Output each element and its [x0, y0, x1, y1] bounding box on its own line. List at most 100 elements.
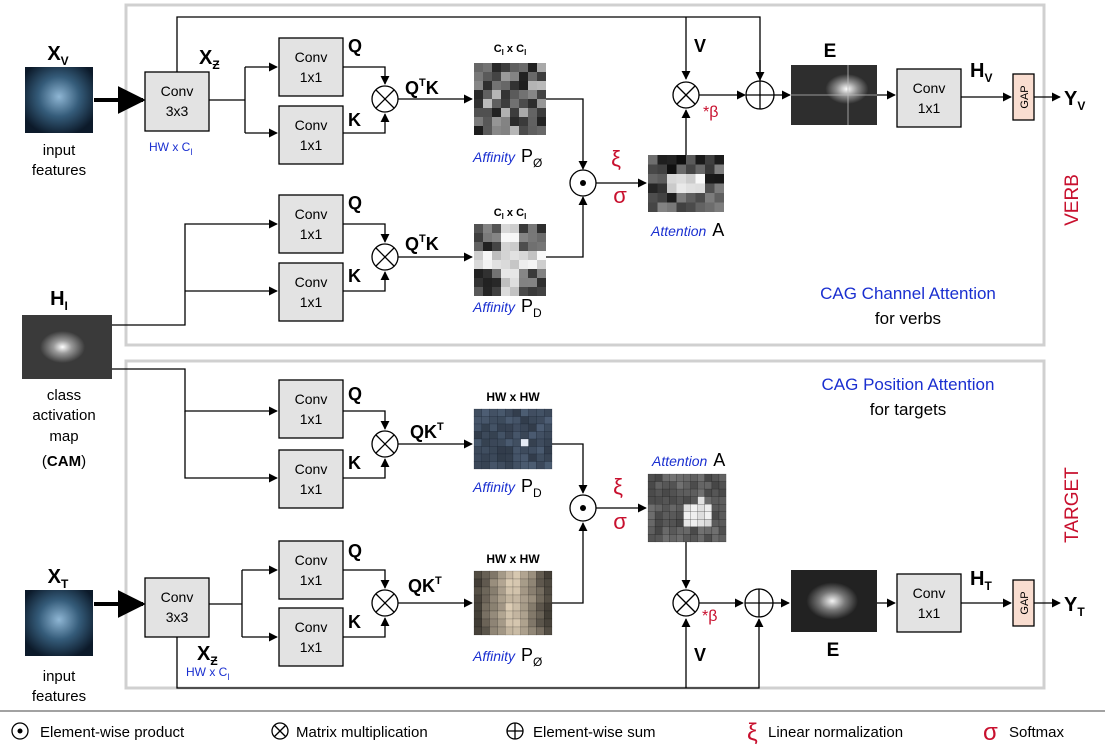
- matrix-cell: [483, 126, 492, 135]
- matrix-cell: [544, 431, 553, 440]
- matrix-cell: [528, 586, 537, 596]
- matrix-cell: [711, 496, 720, 505]
- matrix-cell: [528, 224, 537, 233]
- matrix-cell: [683, 496, 691, 505]
- matrix-cell: [537, 251, 546, 260]
- verb-conv1x1-k-box: [278, 105, 344, 165]
- matrix-cell: [718, 511, 727, 520]
- matrix-cell: [528, 610, 537, 620]
- svg-text:1x1: 1x1: [300, 137, 323, 153]
- matrix-cell: [647, 526, 656, 535]
- matrix-cell: [510, 81, 519, 90]
- target-affinity-p-d-image: [473, 408, 553, 470]
- matrix-cell: [704, 511, 713, 520]
- verb-conv1x1-q-box: [278, 37, 344, 97]
- matrix-cell: [714, 183, 724, 193]
- matrix-cell: [657, 164, 667, 174]
- matrix-cell: [657, 174, 667, 184]
- matrix-cell: [528, 570, 537, 580]
- target-input-features-image: [25, 590, 93, 656]
- matrix-cell: [690, 526, 698, 535]
- matrix-cell: [505, 586, 514, 596]
- target-q2-label: Q: [348, 541, 362, 561]
- matrix-cell: [520, 461, 529, 470]
- matrix-cell: [483, 224, 492, 233]
- matrix-cell: [473, 626, 483, 636]
- matrix-cell: [512, 461, 522, 470]
- matrix-cell: [501, 63, 510, 72]
- matrix-cell: [667, 202, 677, 212]
- matrix-cell: [662, 519, 670, 528]
- matrix-cell: [528, 99, 537, 108]
- matrix-cell: [676, 473, 684, 482]
- matrix-cell: [510, 278, 519, 287]
- matrix-cell: [647, 473, 656, 482]
- matrix-cell: [690, 473, 698, 482]
- matrix-cell: [510, 99, 519, 108]
- matrix-cell: [705, 174, 715, 184]
- matrix-cell: [528, 618, 537, 628]
- matrix-cell: [473, 431, 483, 440]
- matrix-cell: [474, 63, 483, 72]
- matrix-cell: [528, 117, 537, 126]
- verb-conv3x3-line1: Conv: [161, 83, 194, 99]
- target-v-label: V: [694, 645, 706, 665]
- matrix-cell: [695, 174, 705, 184]
- verb-e-label: E: [824, 41, 837, 62]
- matrix-cell: [662, 488, 670, 497]
- verb-section-label: VERB: [1062, 174, 1083, 226]
- matrix-cell: [489, 618, 498, 628]
- matrix-cell: [686, 202, 696, 212]
- matrix-cell: [501, 251, 510, 260]
- matrix-cell: [510, 108, 519, 117]
- matrix-cell: [528, 260, 537, 269]
- verb-affinity-p-d-matrix: [474, 224, 546, 296]
- matrix-cell: [473, 578, 483, 588]
- matrix-cell: [676, 155, 686, 165]
- matrix-cell: [669, 534, 677, 543]
- matrix-cell: [669, 481, 677, 490]
- matrix-cell: [512, 610, 522, 620]
- verb-matmul-1-icon: [371, 85, 399, 113]
- matrix-cell: [676, 174, 686, 184]
- matrix-cell: [662, 496, 670, 505]
- matrix-cell: [519, 81, 528, 90]
- target-dim-label: HW x Cl: [186, 665, 229, 682]
- svg-text:1x1: 1x1: [300, 226, 323, 242]
- matrix-cell: [654, 504, 663, 512]
- matrix-cell: [505, 626, 514, 636]
- matrix-cell: [544, 408, 553, 417]
- matrix-cell: [667, 193, 677, 203]
- matrix-cell: [697, 519, 706, 528]
- matrix-cell: [497, 453, 506, 462]
- svg-text:1x1: 1x1: [300, 639, 323, 655]
- matrix-cell: [669, 519, 677, 528]
- matrix-cell: [474, 260, 483, 269]
- matrix-cell: [512, 594, 522, 604]
- matrix-cell: [544, 453, 553, 462]
- cam-caption-4: (CAM): [42, 453, 86, 470]
- matrix-cell: [718, 534, 727, 543]
- matrix-cell: [492, 242, 501, 251]
- verb-conv1x1-final-box: [896, 68, 962, 128]
- matrix-cell: [505, 461, 514, 470]
- matrix-cell: [528, 446, 537, 455]
- matrix-cell: [537, 260, 546, 269]
- matrix-cell: [497, 431, 506, 440]
- matrix-cell: [520, 438, 529, 447]
- matrix-cell: [519, 278, 528, 287]
- matrix-cell: [537, 233, 546, 242]
- matrix-cell: [536, 578, 545, 588]
- target-q-label: Q: [348, 384, 362, 404]
- matrix-cell: [519, 242, 528, 251]
- matrix-cell: [669, 496, 677, 505]
- verb-panel: [124, 3, 1046, 347]
- matrix-cell: [520, 578, 529, 588]
- matrix-cell: [654, 534, 663, 543]
- matrix-cell: [510, 224, 519, 233]
- matrix-cell: [510, 233, 519, 242]
- matrix-cell: [501, 108, 510, 117]
- matrix-cell: [704, 481, 713, 490]
- matrix-cell: [505, 446, 514, 455]
